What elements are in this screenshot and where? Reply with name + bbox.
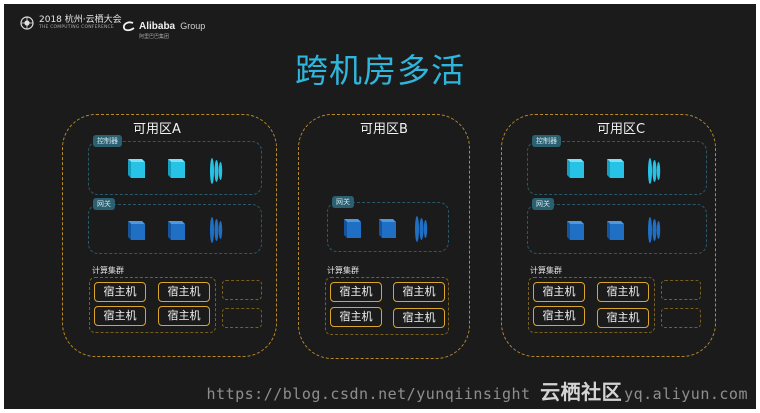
cloud-logo-icon	[20, 15, 34, 30]
host-node: 宿主机	[94, 282, 146, 302]
zone-b-gateway-panel: 网关	[327, 196, 449, 252]
watermark-brand: 云栖社区	[540, 380, 623, 404]
watermark-site: yq.aliyun.com	[624, 385, 748, 403]
gateway-tag: 网关	[93, 198, 115, 210]
controller-tag: 控制器	[93, 135, 122, 147]
controller-tag: 控制器	[532, 135, 561, 147]
zone-a-controller-panel: 控制器	[88, 135, 262, 195]
page-title: 跨机房多活	[295, 51, 465, 90]
gateway-cube-icon	[379, 219, 396, 238]
signal-wave-icon	[210, 158, 223, 184]
alibaba-cn: 阿里巴巴集团	[139, 34, 170, 40]
watermark-url: https://blog.csdn.net/yunqiinsight	[206, 385, 531, 403]
zone-a-gateway-panel: 网关	[88, 198, 262, 254]
gateway-cube-icon	[344, 219, 361, 238]
gateway-tag: 网关	[332, 196, 354, 208]
zone-c	[501, 114, 716, 357]
gateway-cube-icon	[607, 221, 624, 240]
zone-a-cluster	[89, 277, 216, 333]
zone-a	[62, 114, 277, 357]
zone-c-cluster	[528, 277, 655, 333]
empty-slot	[222, 280, 262, 300]
zone-c-label: 可用区C	[596, 122, 646, 137]
conference-subtitle: THE COMPUTING CONFERENCE	[39, 25, 114, 30]
empty-slot	[222, 308, 262, 328]
slide: 2018 杭州·云栖大会 THE COMPUTING CONFERENCE Al…	[4, 4, 756, 409]
gateway-cube-icon	[128, 221, 145, 240]
host-node: 宿主机	[330, 307, 382, 327]
zone-b-cluster	[325, 277, 449, 335]
zone-c-gateway-panel: 网关	[527, 198, 707, 254]
host-node: 宿主机	[533, 306, 585, 326]
controller-cube-icon	[168, 159, 185, 178]
host-node: 宿主机	[597, 308, 649, 328]
host-node: 宿主机	[393, 308, 445, 328]
signal-wave-icon	[415, 216, 428, 242]
alibaba-group: Group	[180, 21, 206, 31]
signal-wave-icon	[210, 217, 223, 243]
zone-c-controller-panel: 控制器	[527, 135, 707, 195]
alibaba-logo-icon	[122, 21, 135, 32]
host-node: 宿主机	[158, 306, 210, 326]
host-node: 宿主机	[330, 282, 382, 302]
zone-a-cluster-label: 计算集群	[92, 266, 124, 275]
zone-a-label: 可用区A	[133, 122, 181, 137]
host-node: 宿主机	[393, 282, 445, 302]
controller-cube-icon	[128, 159, 145, 178]
conference-title: 2018 杭州·云栖大会	[39, 15, 122, 25]
host-node: 宿主机	[533, 282, 585, 302]
signal-wave-icon	[648, 158, 661, 184]
zone-b-cluster-label: 计算集群	[327, 266, 359, 275]
empty-slot	[661, 308, 701, 328]
gateway-cube-icon	[567, 221, 584, 240]
host-node: 宿主机	[94, 306, 146, 326]
host-node: 宿主机	[158, 282, 210, 302]
controller-cube-icon	[607, 159, 624, 178]
zone-c-cluster-label: 计算集群	[530, 266, 562, 275]
host-node: 宿主机	[597, 282, 649, 302]
alibaba-name: Alibaba	[139, 21, 176, 32]
gateway-cube-icon	[168, 221, 185, 240]
conference-logo: 2018 杭州·云栖大会 THE COMPUTING CONFERENCE	[20, 15, 122, 30]
gateway-tag: 网关	[532, 198, 554, 210]
alibaba-logo: Alibaba Group 阿里巴巴集团	[122, 14, 205, 40]
zone-b	[298, 114, 470, 359]
zone-b-label: 可用区B	[360, 122, 408, 137]
signal-wave-icon	[648, 217, 661, 243]
controller-cube-icon	[567, 159, 584, 178]
empty-slot	[661, 280, 701, 300]
